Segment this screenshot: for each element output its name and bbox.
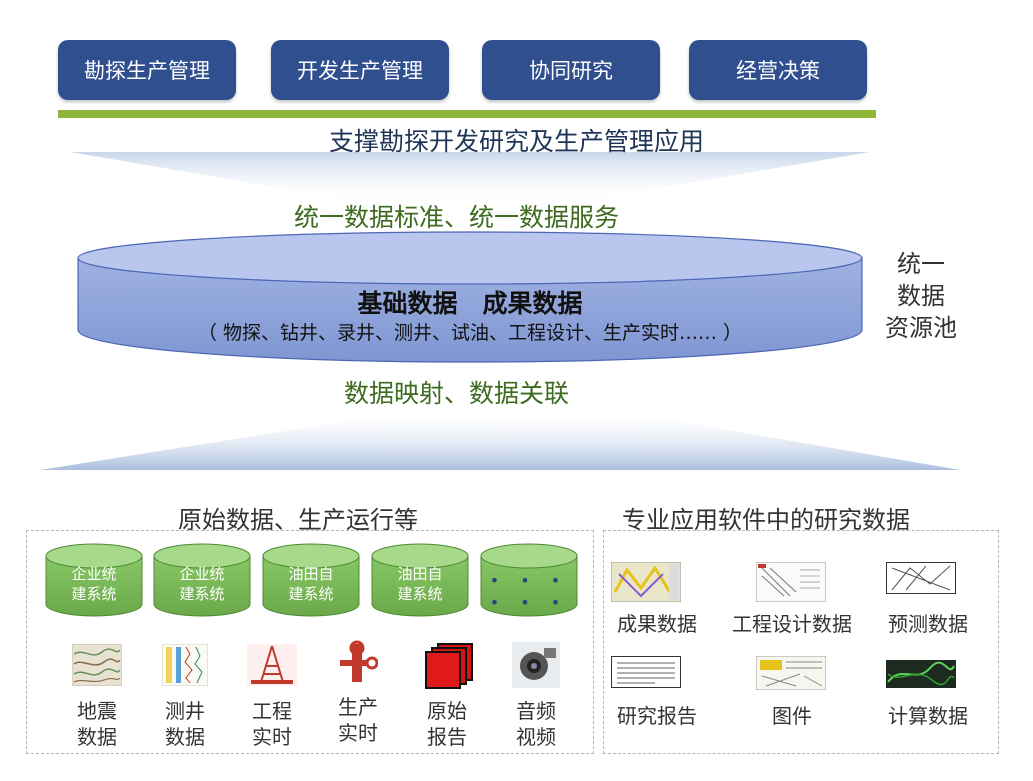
seismic-map-icon xyxy=(72,644,122,686)
dots-line1: • • • xyxy=(489,571,569,590)
prediction-chart-icon xyxy=(886,562,956,594)
green-divider xyxy=(58,110,876,118)
label-result-data: 成果数据 xyxy=(617,612,697,636)
label-audio-video: 音频视频 xyxy=(501,698,571,750)
button-collaborative-research[interactable]: 协同研究 xyxy=(482,40,660,100)
label-prediction-data: 预测数据 xyxy=(888,612,968,636)
label-raw-reports: 原始报告 xyxy=(412,698,482,750)
label-production-realtime: 生产实时 xyxy=(323,694,393,746)
label-well-log-line2: 数据 xyxy=(165,725,205,749)
calculation-data-icon xyxy=(886,660,956,688)
label-raw-reports-line2: 报告 xyxy=(427,725,467,749)
pool-line-3: 资源池 xyxy=(885,314,957,342)
cylinder-title: 基础数据 成果数据 xyxy=(357,289,583,318)
cyl3-line1: 油田自 xyxy=(288,565,334,583)
cylinder-subtitle: （ 物探、钻井、录井、测井、试油、工程设计、生产实时…… ） xyxy=(197,322,743,344)
system-cylinder-3: 油田自建系统 xyxy=(263,544,359,616)
video-camera-icon xyxy=(512,642,560,688)
label-well-log-data: 测井数据 xyxy=(150,698,220,750)
reports-stack-icon xyxy=(425,643,473,689)
green-cylinders xyxy=(45,543,578,617)
label-research-report: 研究报告 xyxy=(617,704,697,728)
cyl4-line1: 油田自 xyxy=(397,565,443,583)
system-cylinder-1: 企业统建系统 xyxy=(46,544,142,616)
cyl1-line1: 企业统 xyxy=(71,565,117,583)
cyl4-line2: 建系统 xyxy=(397,585,443,603)
cyl3-line2: 建系统 xyxy=(288,585,334,603)
label-engineering-line1: 工程 xyxy=(252,699,292,723)
label-engineering-line2: 实时 xyxy=(252,725,292,749)
cyl2-line2: 建系统 xyxy=(179,585,225,603)
label-calculation-data: 计算数据 xyxy=(888,704,968,728)
standard-text: 统一数据标准、统一数据服务 xyxy=(293,203,619,232)
label-audio-video-line1: 音频 xyxy=(516,699,556,723)
production-valve-icon xyxy=(340,640,378,682)
drawing-icon xyxy=(756,656,826,690)
well-log-icon xyxy=(162,644,208,686)
cyl1-line2: 建系统 xyxy=(71,585,117,603)
bottom-funnel xyxy=(40,408,960,470)
main-cylinder xyxy=(77,231,863,363)
pool-line-2: 数据 xyxy=(897,282,945,310)
right-section-box xyxy=(603,530,999,754)
button-exploration-production[interactable]: 勘探生产管理 xyxy=(58,40,236,100)
label-seismic-line2: 数据 xyxy=(77,725,117,749)
system-cylinder-more: • • • • • • xyxy=(481,544,577,616)
pool-line-1: 统一 xyxy=(897,250,945,278)
left-section-title: 原始数据、生产运行等 xyxy=(178,506,418,534)
button-development-production[interactable]: 开发生产管理 xyxy=(271,40,449,100)
resource-pool-label: 统一 数据 资源池 xyxy=(876,248,966,344)
cyl2-line1: 企业统 xyxy=(179,565,225,583)
label-drawings: 图件 xyxy=(772,704,812,728)
right-section-title: 专业应用软件中的研究数据 xyxy=(622,506,910,534)
label-seismic-line1: 地震 xyxy=(77,699,117,723)
engineering-design-icon xyxy=(756,562,826,602)
label-production-line2: 实时 xyxy=(338,721,378,745)
label-engineering-design-data: 工程设计数据 xyxy=(732,612,852,636)
label-audio-video-line2: 视频 xyxy=(516,725,556,749)
label-raw-reports-line1: 原始 xyxy=(427,699,467,723)
top-funnel xyxy=(70,152,870,205)
left-section-box xyxy=(26,530,594,754)
system-cylinder-2: 企业统建系统 xyxy=(154,544,250,616)
button-business-decision[interactable]: 经营决策 xyxy=(689,40,867,100)
drilling-rig-icon xyxy=(247,644,297,686)
label-production-line1: 生产 xyxy=(338,695,378,719)
label-seismic-data: 地震数据 xyxy=(62,698,132,750)
research-report-icon xyxy=(611,656,681,688)
label-engineering-realtime: 工程实时 xyxy=(237,698,307,750)
support-text: 支撑勘探开发研究及生产管理应用 xyxy=(328,127,704,156)
result-map-icon xyxy=(611,562,681,602)
mapping-text: 数据映射、数据关联 xyxy=(343,379,569,408)
label-well-log-line1: 测井 xyxy=(165,699,205,723)
dots-line2: • • • xyxy=(489,593,569,612)
system-cylinder-4: 油田自建系统 xyxy=(372,544,468,616)
